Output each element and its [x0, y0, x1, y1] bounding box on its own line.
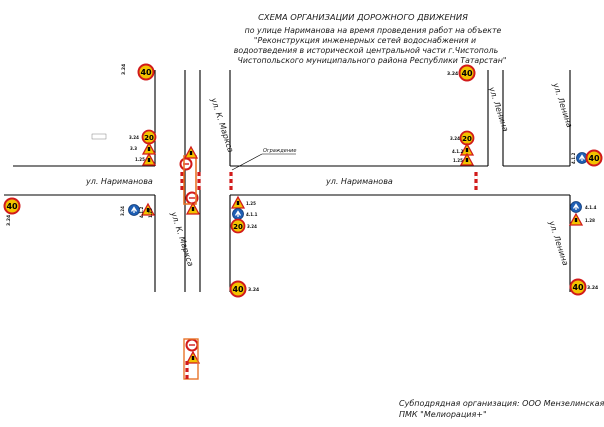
sign-code-label: 3.24	[129, 135, 139, 140]
sign-code-label: 3.24	[447, 71, 458, 77]
speed-limit-40-icon	[569, 278, 587, 296]
footer-block: Субподрядная организация: ООО Мензелинск…	[399, 399, 604, 419]
small-table	[91, 133, 107, 140]
sign-code-label: 3.24	[248, 287, 259, 293]
callout-label: Ограждение	[263, 148, 296, 154]
title-line-4: водоотведения в исторической центральной…	[234, 46, 498, 55]
street-label-narimanova-left: ул. Нариманова	[85, 177, 153, 186]
signs-narimanova-center: 1.25 4.1.1 3.24 3.24	[229, 196, 259, 298]
road-barrier-icon	[180, 172, 184, 190]
speed-limit-40-icon	[585, 149, 603, 167]
street-label-lenina-c: ул. Ленина	[547, 219, 570, 267]
sign-code-label: 3.24	[121, 64, 127, 75]
signs-lenina-top: 3.24 3.24 4.1.2 1.25	[447, 64, 476, 166]
barriers-marksa	[179, 146, 201, 380]
no-entry-icon	[179, 157, 193, 171]
speed-limit-40-icon	[137, 63, 155, 81]
speed-limit-20-icon	[230, 218, 246, 234]
title-line-2: по улице Нариманова на время проведения …	[245, 26, 502, 35]
road-works-warning-icon	[184, 146, 198, 159]
road-works-warning-icon	[569, 213, 583, 226]
direction-arrow-icon	[127, 203, 141, 217]
footer-line-1: Субподрядная организация: ООО Мензелинск…	[399, 399, 604, 408]
road-works-warning-icon	[186, 351, 200, 364]
title-line-5: Чистопольского муниципального района Рес…	[238, 56, 507, 65]
work-zone-outline	[183, 338, 199, 380]
sign-code-label: 4.1.4	[585, 205, 597, 210]
callout-leader	[231, 153, 263, 171]
direction-arrow-icon	[231, 207, 245, 221]
signs-marksa-west-bottom: 3.24 4.1.2 1.25	[120, 203, 155, 218]
street-label-lenina-a: ул. Ленина	[487, 85, 510, 133]
footer-line-2: ПМК "Мелиорация+"	[399, 410, 487, 419]
road-barrier-icon	[185, 361, 189, 379]
road-barrier-icon	[197, 172, 201, 190]
sign-code-label: 4.1.2	[452, 149, 464, 154]
sign-code-label: 4.1.2	[139, 206, 144, 218]
sign-code-label: 3.3	[130, 146, 137, 151]
signs-left-edge: 3.24	[3, 197, 21, 226]
title-line-1: СХЕМА ОРГАНИЗАЦИИ ДОРОЖНОГО ДВИЖЕНИЯ	[258, 12, 468, 22]
speed-limit-40-icon	[229, 280, 247, 298]
sign-code-label: 3.24	[120, 206, 125, 216]
direction-arrow-icon	[569, 200, 583, 214]
street-label-narimanova-center: ул. Нариманова	[325, 177, 393, 186]
sign-code-label: 3.24	[450, 136, 460, 141]
sign-code-label: 4.1.2	[571, 152, 576, 164]
sign-code-label: 1.25	[246, 201, 256, 206]
sign-code-label: 3.24	[587, 285, 598, 291]
sign-code-label: 1.25	[453, 158, 463, 163]
road-works-warning-icon	[142, 142, 156, 155]
barrier-callout: Ограждение	[231, 148, 296, 171]
no-entry-icon	[185, 338, 199, 352]
road-barrier-icon	[474, 172, 478, 190]
speed-limit-40-icon	[458, 64, 476, 82]
sign-code-label: 1.25	[135, 157, 145, 162]
speed-limit-40-icon	[3, 197, 21, 215]
speed-limit-20-icon	[459, 130, 475, 146]
street-label-marksa-top: ул. К. Маркса	[209, 96, 235, 154]
signs-top-left: 3.24	[121, 63, 155, 81]
street-labels: ул. Нариманова ул. Нариманова ул. К. Мар…	[85, 81, 574, 268]
street-label-marksa-bottom: ул. К. Маркса	[169, 210, 195, 268]
title-line-3: "Реконструкция инженерных сетей водоснаб…	[254, 36, 476, 45]
road-works-warning-icon	[231, 196, 245, 209]
sign-code-label: 3.24	[6, 215, 12, 226]
road-barrier-icon	[229, 172, 233, 190]
signs-right-edge: 4.1.2 4.1.4 1.28 3.24	[569, 149, 603, 296]
signs-marksa-west-top: 3.24 3.3 1.25	[91, 129, 157, 166]
road-outlines	[4, 70, 571, 292]
title-block: СХЕМА ОРГАНИЗАЦИИ ДОРОЖНОГО ДВИЖЕНИЯ по …	[234, 12, 507, 65]
sign-code-label: 1.25	[148, 208, 153, 218]
sign-code-label: 3.24	[247, 224, 257, 229]
speed-limit-20-icon	[141, 129, 157, 145]
sign-code-label: 1.28	[585, 218, 595, 223]
sign-code-label: 4.1.1	[246, 212, 258, 217]
